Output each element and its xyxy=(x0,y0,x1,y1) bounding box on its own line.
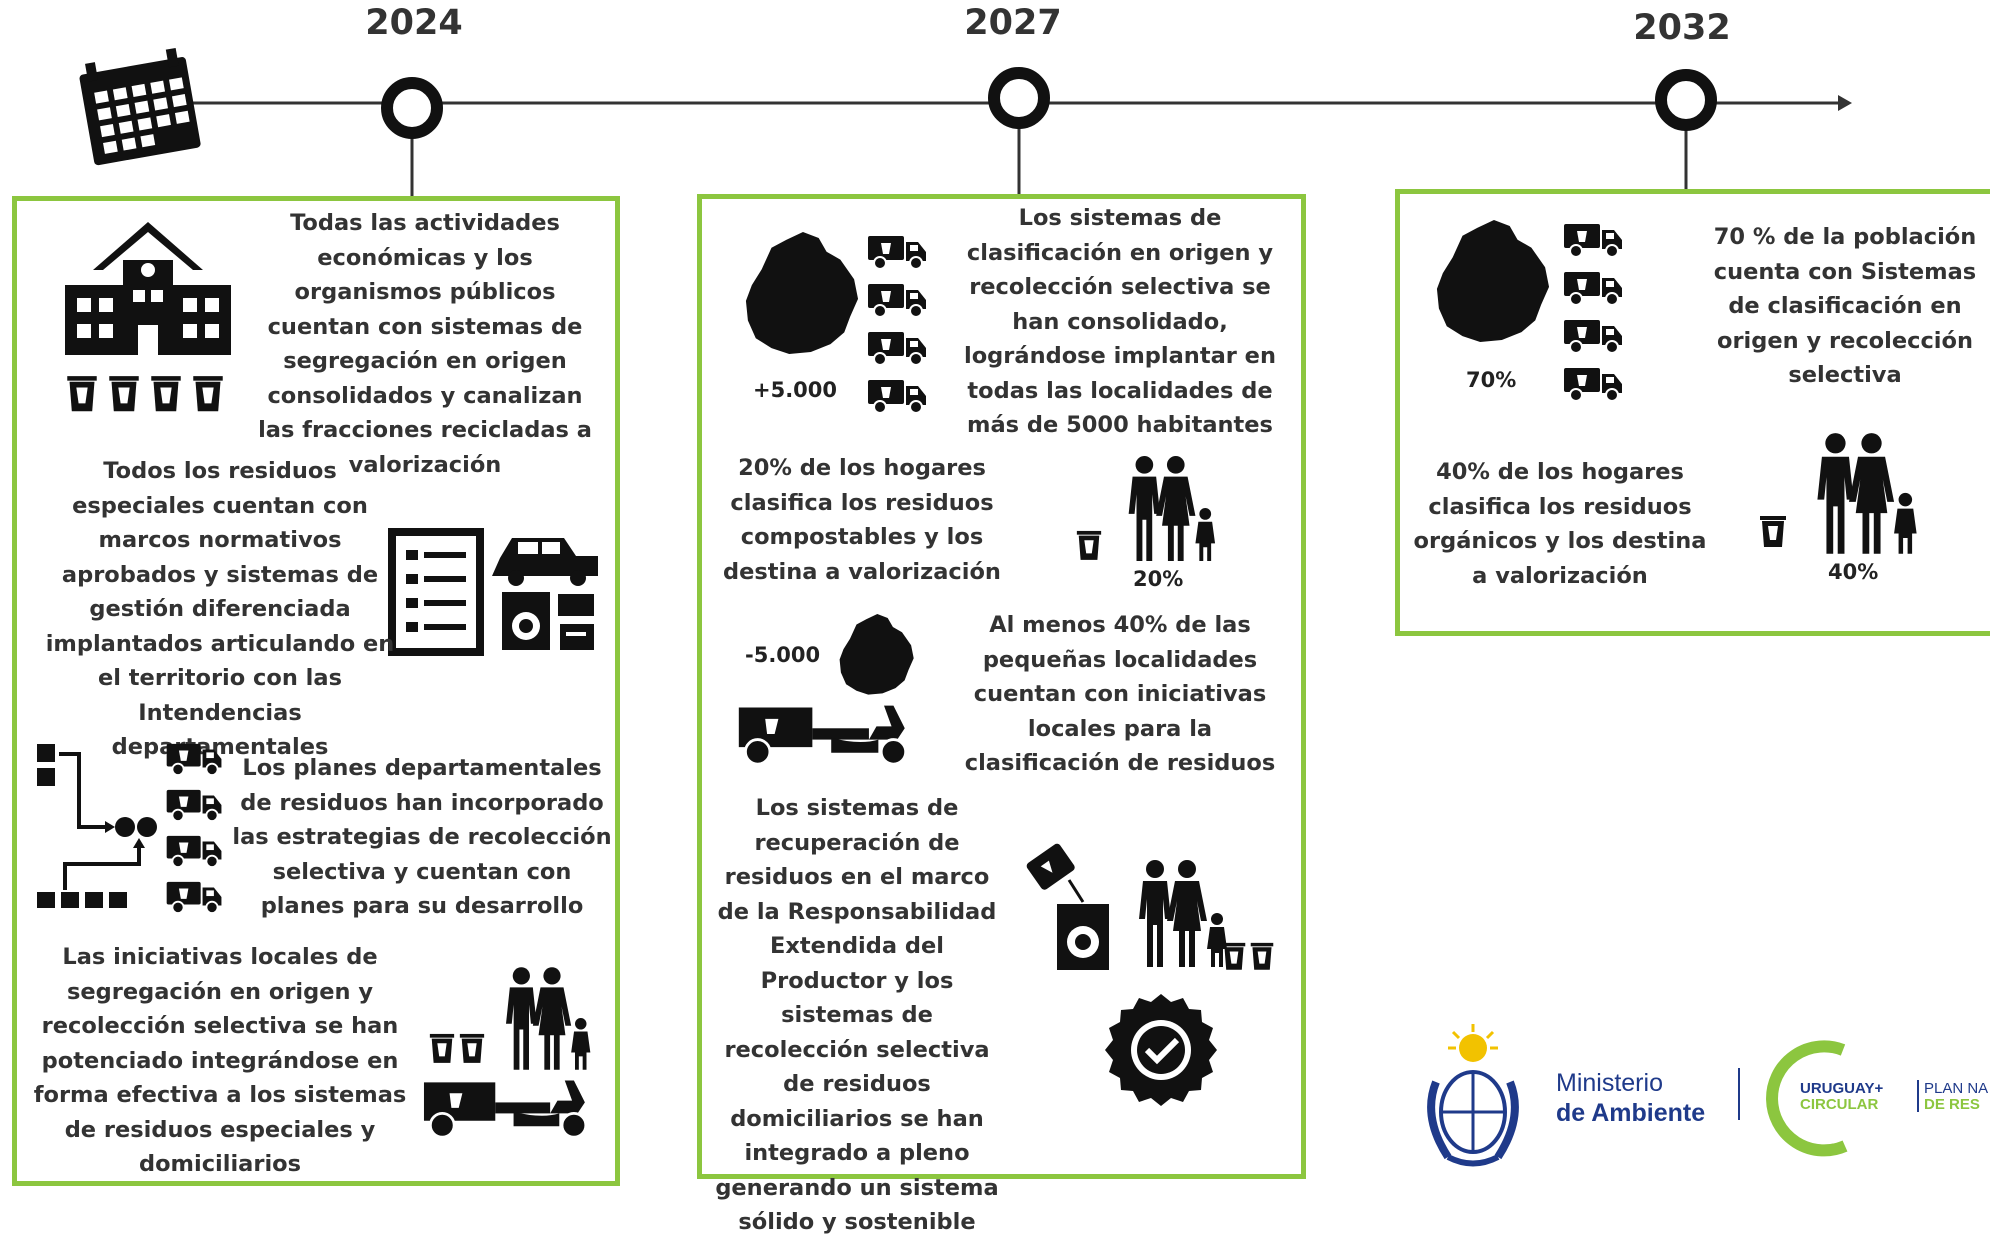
label-20-percent: 20% xyxy=(1133,567,1184,591)
family-bins-icon xyxy=(429,967,591,1070)
flow-diagram-icon xyxy=(37,744,157,908)
text-2027-households-20: 20% de los hogares clasifica los residuo… xyxy=(723,455,1001,585)
coat-of-arms-logo xyxy=(1427,1024,1519,1167)
check-badge-icon xyxy=(1105,994,1217,1106)
label-minus-5000: -5.000 xyxy=(745,643,821,667)
ministry-name-line2: de Ambiente xyxy=(1556,1099,1706,1127)
uruguay-circular-logo-text: URUGUAY+ CIRCULAR xyxy=(1800,1081,1883,1113)
collection-trucks-icon xyxy=(868,235,927,414)
text-2032-population-70: 70 % de la población cuenta con Sistemas… xyxy=(1713,224,1977,388)
label-40-percent: 40% xyxy=(1828,560,1879,584)
plan-line2: DE RES xyxy=(1924,1096,1980,1113)
text-2024-activities: Todas las actividades económicas y los o… xyxy=(258,210,592,478)
uruguay-circular-ring-logo xyxy=(1766,1040,1848,1157)
uruguay-map-small-icon xyxy=(839,614,914,695)
calendar-icon xyxy=(79,47,201,166)
text-2032-households-40: 40% de los hogares clasifica los residuo… xyxy=(1413,459,1707,589)
uruguay-map-icon xyxy=(1436,220,1550,342)
label-70-percent: 70% xyxy=(1466,368,1517,392)
year-2032: 2032 xyxy=(1633,8,1731,48)
milestone-2032 xyxy=(1655,69,1717,131)
waste-bins-icon xyxy=(67,376,223,412)
uy-line2: CIRCULAR xyxy=(1800,1096,1879,1113)
collection-trucks-icon xyxy=(1564,223,1623,402)
recycling-family-icon xyxy=(1026,843,1274,970)
collection-scooter-icon xyxy=(737,704,908,766)
ministry-name-line1: Ministerio xyxy=(1556,1069,1663,1097)
milestone-2027 xyxy=(988,67,1050,129)
text-2027-small-localities: Al menos 40% de las pequeñas localidades… xyxy=(964,612,1276,776)
ministry-logo-text: Ministerio de Ambiente xyxy=(1556,1068,1705,1128)
panel-2027 xyxy=(697,194,1306,1179)
text-2027-recovery-systems: Los sistemas de recuperación de residuos… xyxy=(715,795,999,1235)
plan-line1: PLAN NA xyxy=(1924,1080,1989,1097)
family-bin-icon xyxy=(1076,455,1216,562)
text-2024-local-initiatives: Las iniciativas locales de segregación e… xyxy=(33,944,407,1177)
collection-trucks-icon xyxy=(166,742,223,914)
collection-scooter-icon xyxy=(422,1079,588,1139)
text-2024-special-waste: Todos los residuos especiales cuentan co… xyxy=(45,458,395,760)
label-plus-5000: +5.000 xyxy=(753,378,838,402)
year-2024: 2024 xyxy=(365,3,463,43)
logo-divider xyxy=(1738,1068,1740,1120)
special-waste-icon xyxy=(388,528,598,656)
text-2027-consolidated: Los sistemas de clasificación en origen … xyxy=(964,205,1276,438)
uruguay-map-icon xyxy=(745,232,859,354)
uy-line1: URUGUAY+ xyxy=(1800,1080,1884,1097)
family-bin-icon xyxy=(1760,433,1917,554)
milestone-2024 xyxy=(381,77,443,139)
text-2024-departmental-plans: Los planes departamentales de residuos h… xyxy=(232,755,612,919)
school-building-icon xyxy=(65,222,231,355)
year-2027: 2027 xyxy=(964,3,1062,43)
plan-nacional-logo-text: PLAN NA DE RES xyxy=(1924,1081,1988,1113)
plan-divider xyxy=(1917,1080,1919,1112)
